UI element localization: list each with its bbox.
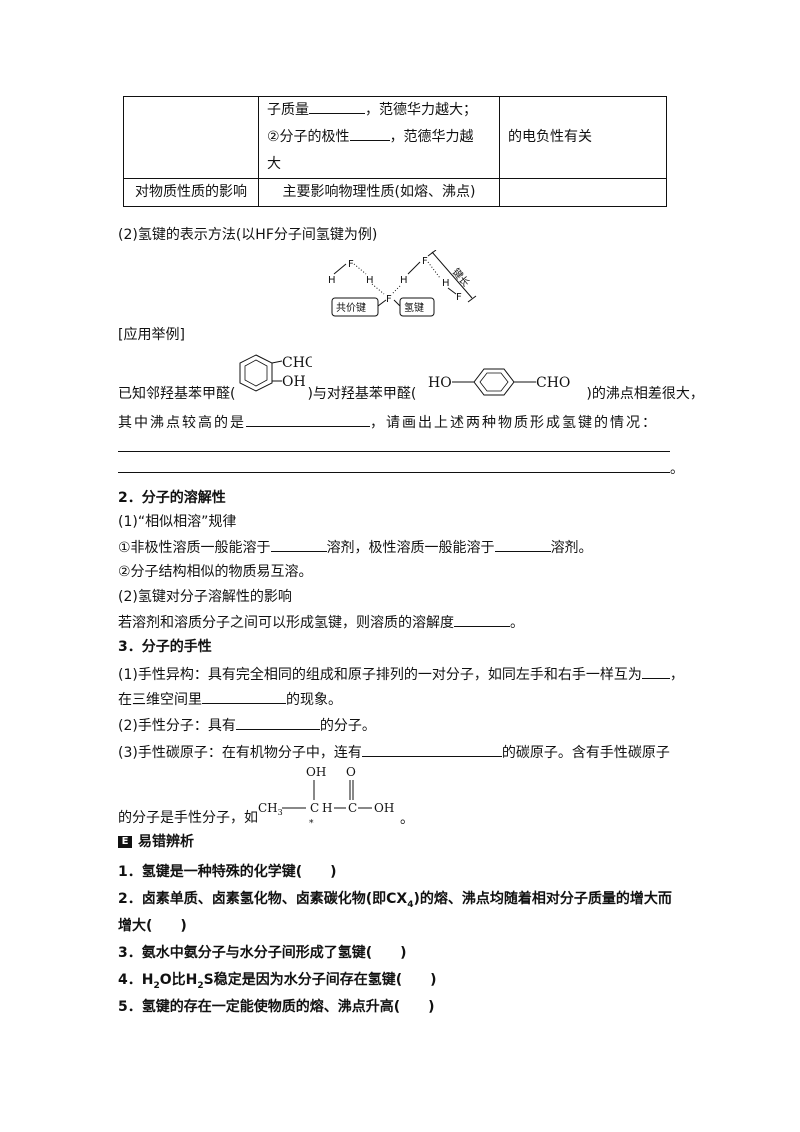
h-atom: H [322, 801, 332, 815]
section-2-line-1: ①非极性溶质一般能溶于溶剂，极性溶质一般能溶于溶剂。 [118, 537, 593, 558]
error-item-1: 1．氢键是一种特殊的化学键( ) [118, 864, 337, 880]
o-atom: O [346, 765, 356, 779]
oh-group: OH [374, 801, 394, 815]
covalent-bond-label: 共价键 [336, 301, 366, 314]
atom-h: H [366, 275, 374, 286]
section-3-line-2: 在三维空间里的现象。 [118, 689, 342, 710]
answer-line[interactable] [118, 472, 670, 473]
section-3-line-1: (1)手性异构：具有完全相同的组成和原子排列的一对分子，如同左手和右手一样互为， [118, 664, 684, 685]
error-item-5: 5．氢键的存在一定能使物质的熔、沸点升高( ) [118, 999, 435, 1015]
atom-f: F [422, 256, 428, 267]
section-marker-icon: E [118, 836, 132, 848]
answer-blank[interactable] [454, 612, 510, 627]
section-3-line-4: (3)手性碳原子：在有机物分子中，连有的碳原子。含有手性碳原子 [118, 742, 670, 763]
hf-title: (2)氢键的表示方法(以HF分子间氢键为例) [118, 227, 378, 243]
hydrogen-bond-label: 氢键 [404, 301, 424, 314]
atom-f: F [348, 259, 354, 270]
section-3-line-5: 的分子是手性分子，如 [118, 810, 258, 826]
atom-h: H [400, 275, 408, 286]
lactic-acid-structure: OH O CH3 C H C OH * [258, 765, 394, 828]
table-cell-empty [499, 178, 667, 207]
carbon-atom: C [310, 801, 319, 815]
table-cell-content: 子质量，范德华力越大； ②分子的极性，范德华力越 大 [258, 96, 500, 179]
section-3-line-3: (2)手性分子：具有的分子。 [118, 715, 376, 736]
end-mark: 。 [670, 461, 684, 477]
section-2-line-2: ②分子结构相似的物质易互溶。 [118, 564, 313, 580]
para-hydroxybenzaldehyde-structure: HO CHO [428, 368, 570, 396]
answer-blank[interactable] [361, 742, 502, 757]
table-cell-empty [123, 96, 259, 179]
section-2-line-3: 若溶剂和溶质分子之间可以形成氢键，则溶质的溶解度。 [118, 612, 524, 633]
ortho-hydroxybenzaldehyde-structure: CHO OH [239, 354, 312, 392]
answer-blank[interactable] [270, 537, 327, 552]
answer-blank[interactable] [494, 537, 551, 552]
oh-group: OH [306, 765, 326, 779]
table-row: 对物质性质的影响 主要影响物理性质(如熔、沸点) [123, 178, 667, 207]
error-item-2: 2．卤素单质、卤素氢化物、卤素碳化物(即CX4)的熔、沸点均随着相对分子质量的增… [118, 891, 672, 910]
atom-f: F [386, 294, 392, 305]
error-item-3: 3．氨水中氨分子与水分子间形成了氢键( ) [118, 945, 407, 961]
table-row: 子质量，范德华力越大； ②分子的极性，范德华力越 大 的电负性有关 [123, 96, 667, 179]
example-paragraph-1: 已知邻羟基苯甲醛()与对羟基苯甲醛()的沸点相差很大， [118, 386, 704, 402]
oh-group: OH [282, 374, 306, 390]
example-paragraph-2: 其中沸点较高的是，请画出上述两种物质形成氢键的情况： [118, 412, 658, 433]
atom-f: F [456, 292, 462, 303]
section-2-sub-2: (2)氢键对分子溶解性的影响 [118, 589, 292, 605]
section-2-sub-1: (1)“相似相溶”规律 [118, 514, 237, 530]
table-cell-content: 的电负性有关 [499, 96, 667, 179]
formula-end-mark: 。 [400, 811, 414, 827]
section-3-title: 3．分子的手性 [118, 639, 212, 655]
error-item-4: 4．H2O比H2S稳定是因为水分子间存在氢键( ) [118, 972, 437, 991]
answer-line[interactable] [118, 451, 670, 452]
cho-group: CHO [282, 355, 312, 371]
carbon-atom: C [348, 801, 357, 815]
section-2-title: 2．分子的溶解性 [118, 490, 226, 506]
error-item-2-cont: 增大( ) [118, 918, 187, 934]
answer-blank[interactable] [349, 126, 390, 141]
atom-h: H [328, 275, 336, 286]
example-heading: [应用举例] [118, 327, 185, 343]
chiral-star: * [309, 819, 314, 828]
atom-h: H [442, 278, 450, 289]
hf-hydrogen-bond-diagram: H F H H F F H F 键长 共价键 氢键 [328, 250, 477, 317]
answer-blank[interactable] [309, 99, 365, 114]
answer-blank[interactable] [246, 412, 370, 427]
ch3-group: CH3 [258, 801, 283, 817]
answer-blank[interactable] [202, 689, 286, 704]
bond-length-label: 键长 [450, 266, 473, 290]
ho-group: HO [428, 375, 452, 391]
answer-blank[interactable] [235, 715, 320, 730]
table-cell-content: 主要影响物理性质(如熔、沸点) [258, 178, 500, 207]
answer-blank[interactable] [641, 664, 670, 679]
table-cell-label: 对物质性质的影响 [123, 178, 259, 207]
forces-table: 子质量，范德华力越大； ②分子的极性，范德华力越 大 的电负性有关 对物质性质的… [123, 96, 667, 207]
cho-group: CHO [536, 375, 570, 391]
